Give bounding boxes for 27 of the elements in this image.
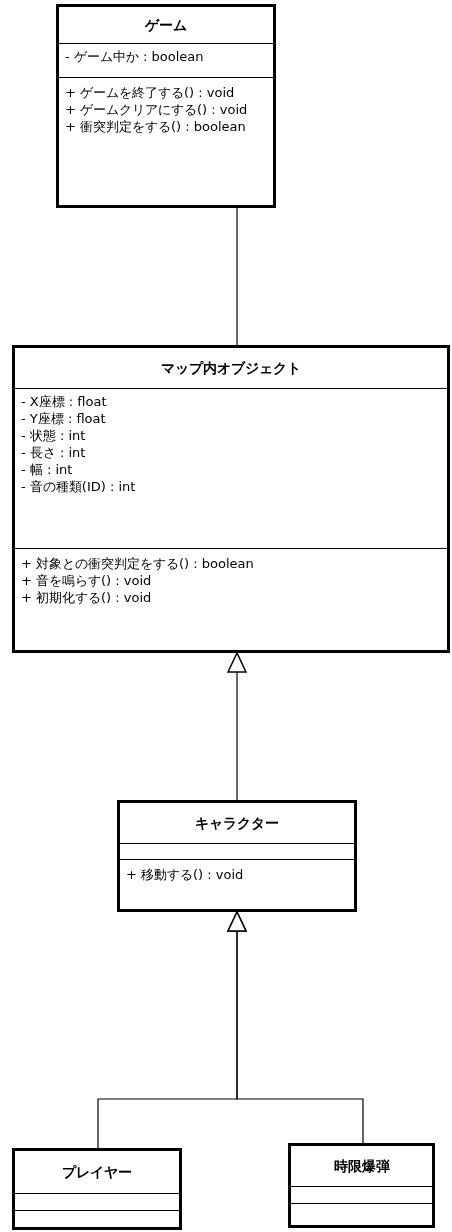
class-box [56,4,276,208]
attribute-text: - X座標 : float [21,393,107,410]
attribute-text: - 幅 : int [21,461,73,478]
generalization-arrow [227,652,247,801]
class-name: マップ内オブジェクト [161,359,301,377]
class-box [12,1148,182,1230]
method-text: + ゲームクリアにする() : void [65,101,248,118]
method-text: + 初期化する() : void [21,589,152,606]
method-text: + ゲームを終了する() : void [65,84,235,101]
association-line [236,207,238,346]
method-text: + 音を鳴らす() : void [21,572,152,589]
method-text: + 移動する() : void [126,866,244,883]
attribute-text: - 状態 : int [21,427,86,444]
class-box [117,800,357,912]
class-name: 時限爆弾 [333,1157,390,1175]
generalization-arrow [227,911,364,1144]
class-box [288,1143,435,1228]
attribute-text: - 音の種類(ID) : int [21,478,136,495]
attribute-text: - Y座標 : float [21,410,106,427]
class-box [12,345,450,653]
class-name: ゲーム [145,16,187,34]
attribute-text: - ゲーム中か : boolean [65,48,204,65]
method-text: + 対象との衝突判定をする() : boolean [21,555,254,572]
method-text: + 衝突判定をする() : boolean [65,118,246,135]
class-name: キャラクター [195,814,279,832]
class-name: プレイヤー [62,1163,132,1181]
attribute-text: - 長さ : int [21,444,86,461]
